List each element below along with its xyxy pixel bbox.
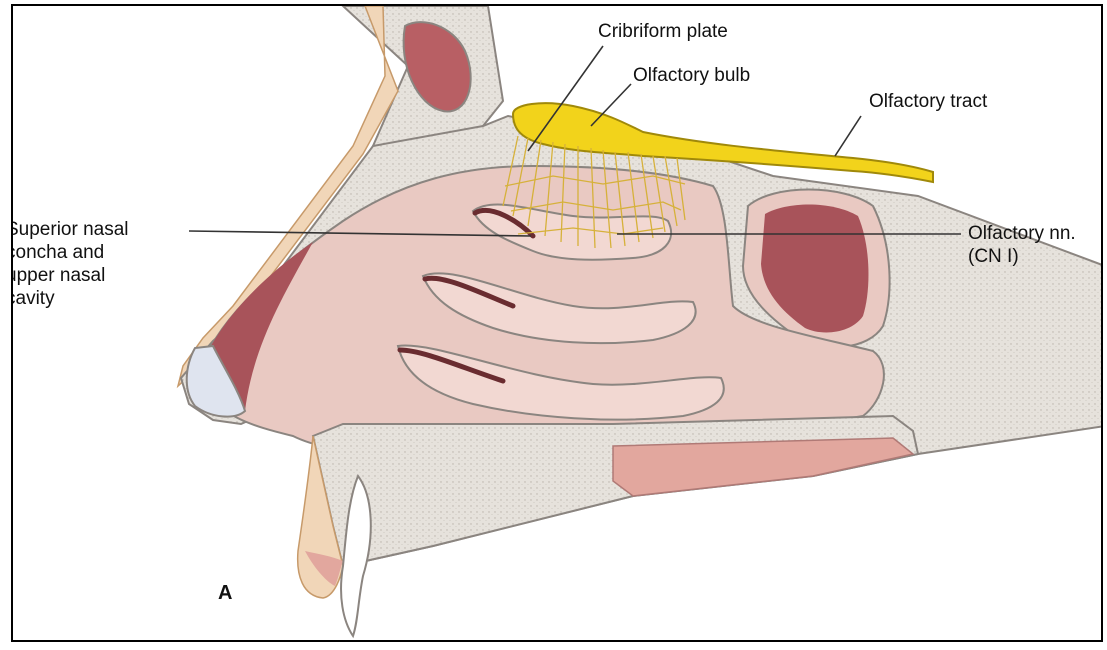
- panel-letter: A: [218, 582, 232, 605]
- label-superior-nasal-concha: Superior nasal concha and upper nasal ca…: [11, 218, 129, 310]
- figure-frame: Cribriform plate Olfactory bulb Olfactor…: [11, 4, 1103, 642]
- leader-olfactory-bulb: [591, 84, 631, 126]
- label-olfactory-tract: Olfactory tract: [869, 90, 987, 113]
- label-cribriform-plate: Cribriform plate: [598, 20, 728, 43]
- label-olfactory-nerves: Olfactory nn. (CN I): [968, 222, 1076, 268]
- leader-superior-concha: [189, 231, 531, 236]
- leader-olfactory-tract: [835, 116, 861, 156]
- leader-cribriform-plate: [528, 46, 603, 151]
- label-olfactory-bulb: Olfactory bulb: [633, 64, 750, 87]
